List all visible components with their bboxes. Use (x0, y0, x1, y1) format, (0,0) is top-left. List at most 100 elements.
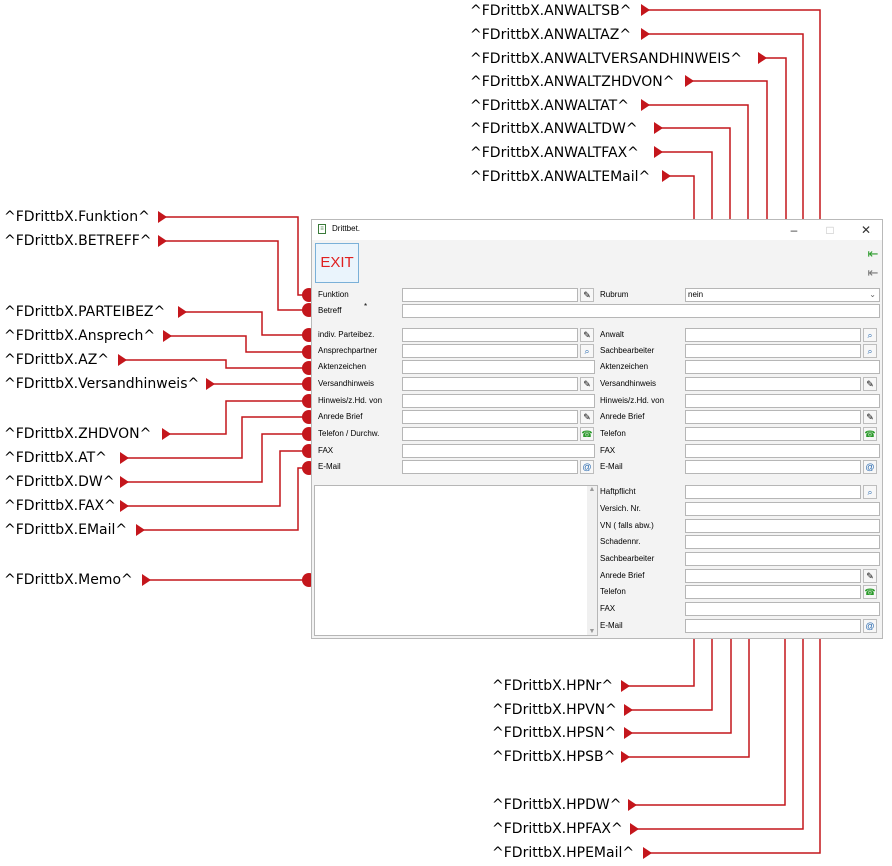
wire-anwaltzhdvon-arrow (685, 75, 694, 87)
wire-funktion-arrow (158, 211, 167, 223)
wire-anwaltdw-arrow (654, 122, 663, 134)
pencil-icon[interactable]: ✎ (580, 377, 594, 391)
lookup-pencil-icon[interactable]: ✎ (580, 288, 594, 302)
pencil-icon[interactable]: ✎ (580, 328, 594, 342)
anwalt-field[interactable] (685, 328, 861, 342)
wire-parteibez (178, 306, 316, 342)
pencil-icon[interactable]: ✎ (863, 569, 877, 583)
versich-nr-field[interactable] (685, 502, 880, 516)
hinweis-label: Hinweis/z.Hd. von (318, 396, 383, 405)
label-ansprech: ^FDrittbX.Ansprech^ (4, 328, 156, 344)
wire-hpemail (643, 619, 827, 859)
wire-hpdw-arrow (628, 799, 637, 811)
schadennr-field[interactable] (685, 535, 880, 549)
hinweis-field[interactable] (402, 394, 595, 408)
wire-email (136, 461, 316, 536)
hp-fax-field[interactable] (685, 602, 880, 616)
anwalt-email-label: E-Mail (600, 462, 623, 471)
hp-telefon-label: Telefon (600, 587, 626, 596)
haftpflicht-field[interactable] (685, 485, 861, 499)
anwalt-fax-field[interactable] (685, 444, 880, 458)
label-hpemail: ^FDrittbX.HPEMail^ (492, 845, 635, 861)
search-icon[interactable]: ⌕ (580, 344, 594, 358)
hp-sachbearbeiter-field[interactable] (685, 552, 880, 566)
wire-email-arrow (136, 524, 145, 536)
rubrum-select[interactable]: nein⌄ (685, 288, 880, 302)
pencil-icon[interactable]: ✎ (580, 410, 594, 424)
anwalt-versandhinweis-field[interactable] (685, 377, 861, 391)
wire-anwaltversandhinweis-arrow (758, 52, 767, 64)
anwalt-aktenzeichen-field[interactable] (685, 360, 880, 374)
vn-field[interactable] (685, 519, 880, 533)
wire-versandhinweis-arrow (206, 378, 215, 390)
telefon-label: Telefon / Durchw. (318, 429, 380, 438)
wire-zhdvon-arrow (162, 428, 171, 440)
hp-fax-label: FAX (600, 604, 616, 613)
hp-anrede-field[interactable] (685, 569, 861, 583)
exit-button[interactable]: EXIT (315, 243, 359, 283)
email-at-icon[interactable]: @ (863, 460, 877, 474)
wire-hpsb-arrow (621, 751, 630, 763)
app-icon: ≡ (318, 224, 326, 234)
wire-parteibez-arrow (178, 306, 187, 318)
wire-memo-arrow (142, 574, 151, 586)
anrede-label: Anrede Brief (318, 412, 363, 421)
wire-dw-arrow (120, 476, 129, 488)
email-at-icon[interactable]: @ (580, 460, 594, 474)
maximize-icon[interactable]: □ (826, 223, 834, 237)
back-icon[interactable]: ⇤ (867, 265, 879, 280)
aktenzeichen-field[interactable] (402, 360, 595, 374)
hp-email-field[interactable] (685, 619, 861, 633)
betreff-required-mark: * (364, 302, 368, 311)
anwalt-aktenzeichen-label: Aktenzeichen (600, 362, 649, 371)
phone-icon[interactable]: ☎ (580, 427, 594, 441)
search-icon[interactable]: ⌕ (863, 328, 877, 342)
ansprechpartner-field[interactable] (402, 344, 578, 358)
memo-scrollbar[interactable]: ▲▼ (587, 486, 597, 635)
hp-email-label: E-Mail (600, 621, 623, 630)
label-hpdw: ^FDrittbX.HPDW^ (492, 797, 622, 813)
versandhinweis-field[interactable] (402, 377, 578, 391)
hp-telefon-field[interactable] (685, 585, 861, 599)
close-icon[interactable]: ✕ (860, 223, 872, 237)
email-at-icon[interactable]: @ (863, 619, 877, 633)
wire-hpfax-arrow (630, 823, 639, 835)
wire-ansprech-arrow (163, 330, 172, 342)
parteibez-field[interactable] (402, 328, 578, 342)
anwalt-anrede-field[interactable] (685, 410, 861, 424)
search-icon[interactable]: ⌕ (863, 485, 877, 499)
wire-memo (142, 573, 316, 587)
save-exit-icon[interactable]: ⇤ (867, 246, 879, 261)
wire-hpemail-arrow (643, 847, 652, 859)
funktion-field[interactable] (402, 288, 578, 302)
label-anwaltemail: ^FDrittbX.ANWALTEMail^ (470, 169, 651, 185)
email-field[interactable] (402, 460, 578, 474)
memo-textarea[interactable]: ▲▼ (314, 485, 598, 636)
pencil-icon[interactable]: ✎ (863, 377, 877, 391)
telefon-field[interactable] (402, 427, 578, 441)
wire-anwaltfax-arrow (654, 146, 663, 158)
search-icon[interactable]: ⌕ (863, 344, 877, 358)
anwalt-telefon-field[interactable] (685, 427, 861, 441)
label-parteibez: ^FDrittbX.PARTEIBEZ^ (4, 304, 166, 320)
anwalt-email-field[interactable] (685, 460, 861, 474)
phone-icon[interactable]: ☎ (863, 585, 877, 599)
label-hpsn: ^FDrittbX.HPSN^ (492, 725, 617, 741)
label-memo: ^FDrittbX.Memo^ (4, 572, 133, 588)
anwalt-anrede-label: Anrede Brief (600, 412, 645, 421)
anwalt-hinweis-field[interactable] (685, 394, 880, 408)
anrede-field[interactable] (402, 410, 578, 424)
label-zhdvon: ^FDrittbX.ZHDVON^ (4, 426, 152, 442)
wire-anwaltsb-arrow (641, 4, 650, 16)
pencil-icon[interactable]: ✎ (863, 410, 877, 424)
betreff-field[interactable] (402, 304, 880, 318)
phone-icon[interactable]: ☎ (863, 427, 877, 441)
wire-az-arrow (118, 354, 127, 366)
label-email: ^FDrittbX.EMail^ (4, 522, 128, 538)
label-fax: ^FDrittbX.FAX^ (4, 498, 116, 514)
sachbearbeiter-field[interactable] (685, 344, 861, 358)
minimize-icon[interactable]: – (790, 223, 798, 237)
fax-label: FAX (318, 446, 334, 455)
anwalt-telefon-label: Telefon (600, 429, 626, 438)
fax-field[interactable] (402, 444, 595, 458)
